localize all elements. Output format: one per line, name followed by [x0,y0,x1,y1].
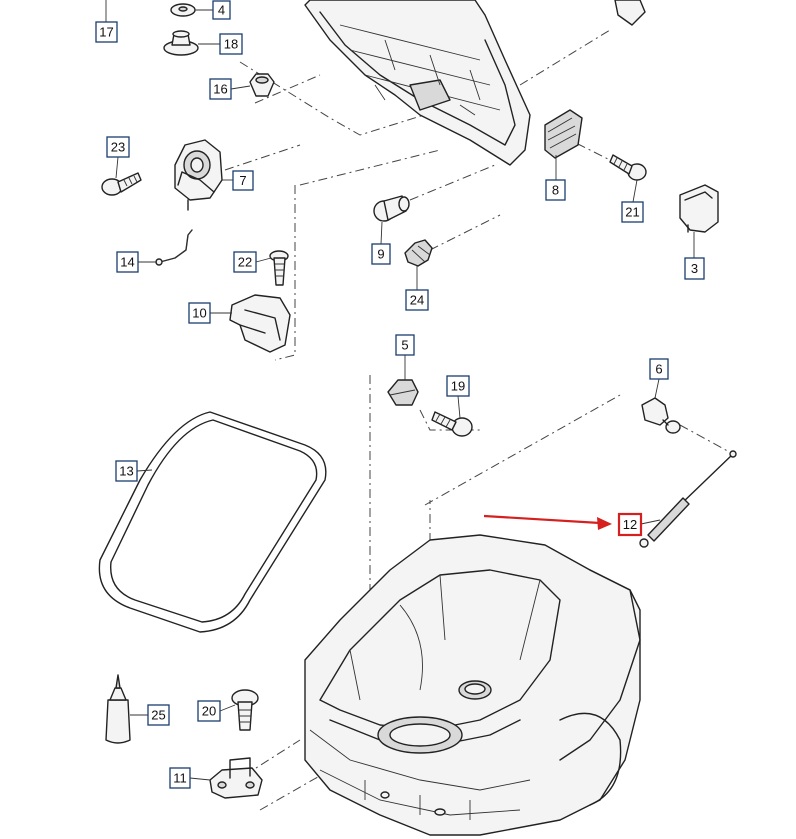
callout-16-label: 16 [213,82,227,97]
callout-23-label: 23 [111,140,125,155]
callout-21[interactable]: 21 [621,201,644,223]
callout-17[interactable]: 17 [95,21,118,43]
callout-9-label: 9 [377,247,384,262]
cover-part-3 [679,184,719,233]
callout-7[interactable]: 7 [232,170,254,191]
callout-18[interactable]: 18 [219,33,243,55]
callout-24-label: 24 [410,293,424,308]
highlight-arrow [483,514,612,530]
callout-22-label: 22 [238,255,252,270]
screw-part-19 [431,411,473,437]
washer-part-4 [170,3,196,17]
rear-window-part-13 [98,411,327,633]
lock-actuator-part-7 [174,139,223,211]
striker-part-11 [209,757,263,799]
callout-3[interactable]: 3 [684,257,705,280]
ball-joint-part-6 [641,397,681,434]
callout-14[interactable]: 14 [116,251,139,273]
callout-5-label: 5 [401,338,408,353]
corner-trim [614,0,646,26]
callout-6[interactable]: 6 [649,358,669,380]
callout-19-label: 19 [451,379,465,394]
callout-22[interactable]: 22 [233,251,257,273]
grommet-part-18 [163,30,199,56]
rod-part-14 [155,229,193,266]
callout-13[interactable]: 13 [115,460,138,482]
callout-4[interactable]: 4 [212,0,231,20]
nut-part-16 [249,73,275,97]
buffer-part-24 [404,239,433,267]
callout-11[interactable]: 11 [169,767,191,789]
callout-19[interactable]: 19 [446,375,470,397]
leader-lines [105,0,695,781]
plug-part-9 [373,195,410,222]
sealant-tube-part-25 [105,674,131,744]
callout-12[interactable]: 12 [617,512,643,537]
tailgate-panel [304,0,531,166]
callout-3-label: 3 [691,261,698,276]
bumper-part-8 [544,109,583,159]
callout-25[interactable]: 25 [147,704,170,726]
callout-5[interactable]: 5 [395,334,415,356]
bolt-part-22 [269,250,289,286]
bracket-part-10 [229,294,291,353]
callout-9[interactable]: 9 [371,243,391,265]
callout-6-label: 6 [655,362,662,377]
callout-14-label: 14 [120,255,134,270]
screw-part-23 [101,172,142,196]
gas-strut-part-12 [639,450,737,548]
callout-12-label: 12 [623,517,637,532]
bolt-part-20 [231,689,259,731]
callout-13-label: 13 [119,464,133,479]
callout-24[interactable]: 24 [405,289,429,311]
callout-4-label: 4 [218,3,225,18]
callout-8-label: 8 [552,183,559,198]
callout-10-label: 10 [192,306,206,321]
callout-20[interactable]: 20 [197,700,221,722]
callout-20-label: 20 [202,704,216,719]
callout-21-label: 21 [625,205,639,220]
callout-11-label: 11 [173,771,187,786]
screw-part-21 [609,154,647,181]
cap-part-5 [387,379,419,406]
callout-17-label: 17 [99,25,113,40]
callout-18-label: 18 [224,37,238,52]
callout-25-label: 25 [151,708,165,723]
callout-8[interactable]: 8 [545,179,566,201]
callout-23[interactable]: 23 [106,136,130,158]
callout-10[interactable]: 10 [188,302,211,324]
rear-body-shell [304,534,641,836]
callout-7-label: 7 [239,173,246,188]
callout-16[interactable]: 16 [209,78,232,100]
